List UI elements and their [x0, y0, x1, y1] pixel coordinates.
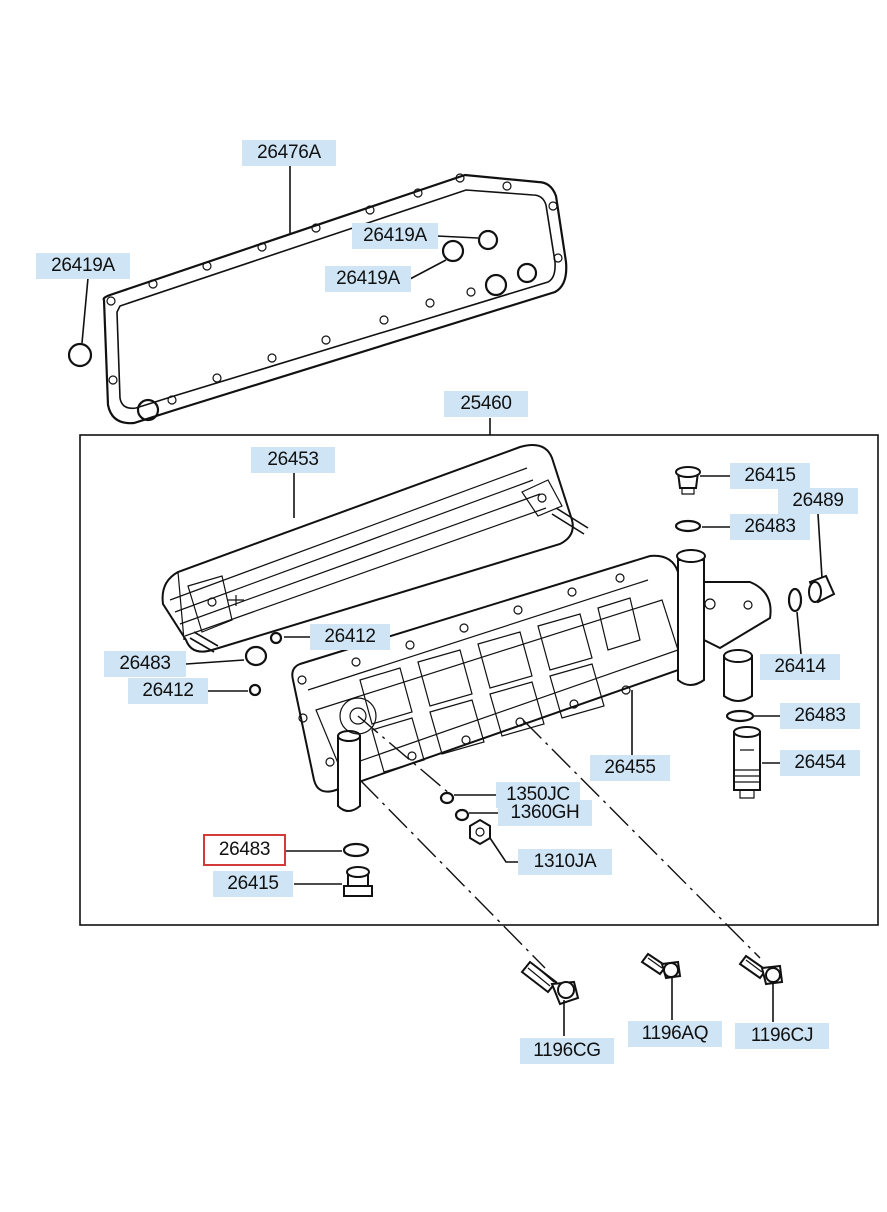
- part-label-25460[interactable]: 25460: [444, 391, 528, 417]
- part-label-26483-top[interactable]: 26483: [730, 514, 810, 540]
- o-ring-26412-upper: [269, 631, 283, 645]
- plug-26415-top: [675, 466, 701, 495]
- bolt-1196CJ: [738, 954, 784, 986]
- part-label-26414[interactable]: 26414: [760, 654, 840, 680]
- o-ring-26483-selected: [342, 842, 370, 858]
- leader-1310JA: [489, 837, 518, 863]
- leader-26483-left: [185, 659, 245, 665]
- part-label-26415-bottom[interactable]: 26415: [213, 871, 293, 897]
- part-label-26453[interactable]: 26453: [251, 447, 335, 473]
- washer-1350JC: [439, 791, 455, 805]
- leader-26489: [817, 513, 823, 579]
- lock-washer-1360GH: [454, 808, 470, 822]
- part-label-26455[interactable]: 26455: [590, 755, 670, 781]
- part-label-1196CJ[interactable]: 1196CJ: [735, 1023, 829, 1049]
- relief-valve-26454: [733, 726, 761, 799]
- align-line-stud: [357, 715, 451, 795]
- part-label-26415-top[interactable]: 26415: [730, 463, 810, 489]
- leader-26419A-left: [81, 277, 89, 344]
- leader-26419A-lower: [409, 259, 447, 280]
- part-label-1196AQ[interactable]: 1196AQ: [628, 1021, 722, 1047]
- part-label-26412-upper[interactable]: 26412: [310, 624, 390, 650]
- part-label-26483-selected[interactable]: 26483: [203, 834, 286, 866]
- part-label-26412-lower[interactable]: 26412: [128, 678, 208, 704]
- oil-cooler-housing-26455: [291, 549, 772, 812]
- o-ring-26412-lower: [248, 683, 262, 697]
- gasket-26476A: [102, 173, 568, 425]
- plug-26489: [808, 574, 836, 604]
- part-label-26454[interactable]: 26454: [780, 750, 860, 776]
- align-line-1196CJ: [522, 719, 761, 959]
- o-ring-26419A-left: [67, 342, 93, 368]
- o-ring-26414: [787, 587, 803, 613]
- o-ring-26483-top: [674, 519, 702, 533]
- part-label-1360GH[interactable]: 1360GH: [498, 800, 592, 826]
- oil-cooler-core-26453: [161, 444, 589, 653]
- part-label-26419A-left[interactable]: 26419A: [36, 253, 130, 279]
- o-ring-26483-left: [244, 645, 268, 667]
- part-label-26419A-lower[interactable]: 26419A: [325, 266, 411, 292]
- part-label-1196CG[interactable]: 1196CG: [520, 1038, 614, 1064]
- bolt-1196CG: [520, 960, 580, 1006]
- part-label-26476A[interactable]: 26476A: [242, 140, 336, 166]
- part-label-26483-right[interactable]: 26483: [780, 703, 860, 729]
- o-ring-26483-right: [725, 709, 755, 723]
- nut-1310JA: [469, 818, 491, 846]
- bolt-1196AQ: [640, 952, 682, 980]
- leader-26414: [796, 611, 802, 655]
- part-label-26419A-upper[interactable]: 26419A: [352, 223, 438, 249]
- assembly-frame: [79, 434, 879, 926]
- part-label-1310JA[interactable]: 1310JA: [518, 849, 612, 875]
- plug-26415-bottom: [343, 866, 373, 897]
- align-line-1196CG: [359, 779, 546, 969]
- part-label-26483-left[interactable]: 26483: [104, 651, 186, 677]
- leader-26419A-upper: [436, 235, 479, 239]
- part-label-26489[interactable]: 26489: [778, 488, 858, 514]
